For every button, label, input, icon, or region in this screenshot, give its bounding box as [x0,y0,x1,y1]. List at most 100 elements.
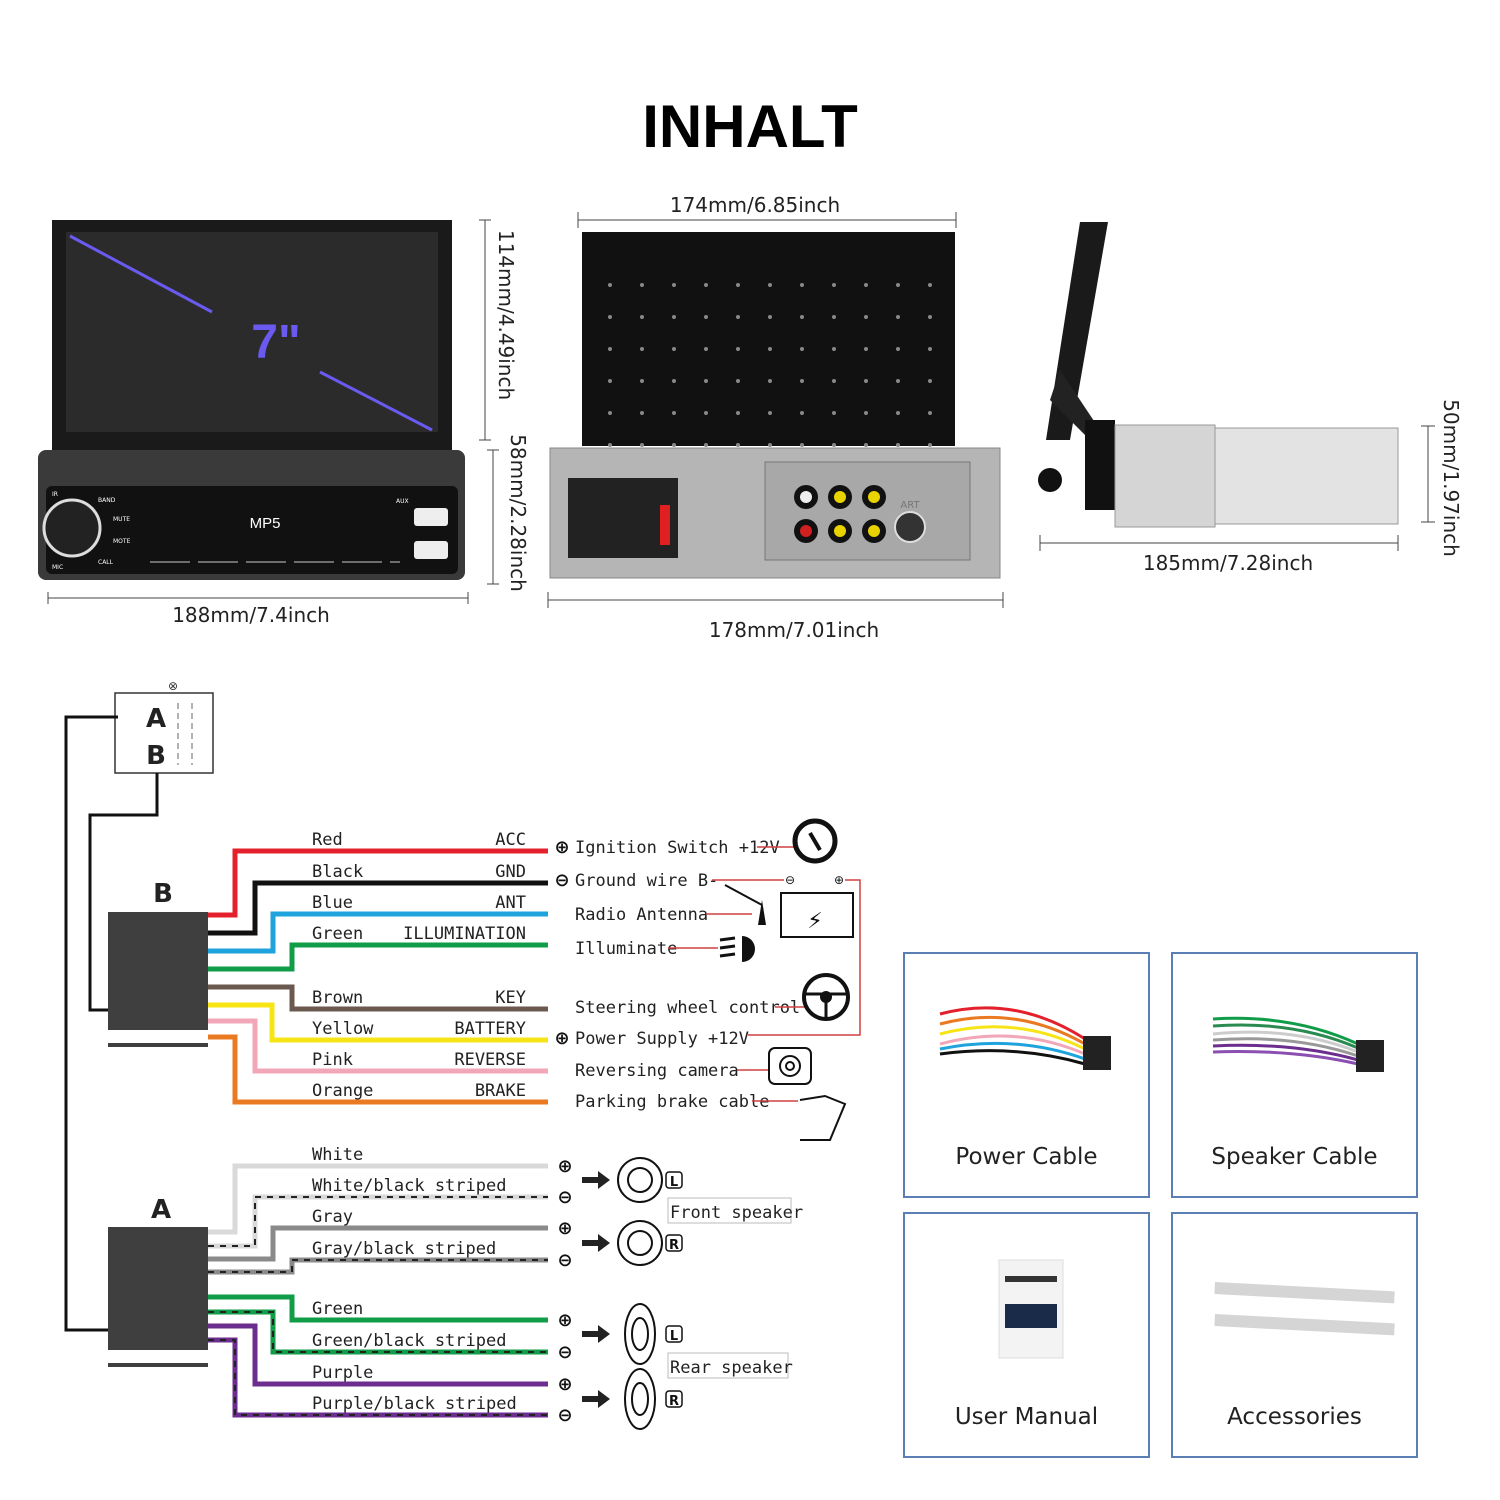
wire-color-label: Pink [312,1050,353,1070]
vent-hole [736,443,740,447]
vent-hole [928,347,932,351]
channel-label: L [670,1329,678,1344]
arrow-icon [582,1234,610,1252]
vent-hole [864,347,868,351]
mic-label: MIC [52,564,63,571]
front-speaker-label: Front speaker [670,1203,803,1223]
wire-color-label: Brown [312,988,363,1008]
removal-keys-image [1214,1282,1395,1336]
vent-hole [736,315,740,319]
speaker-cable-card: Speaker Cable [1171,952,1418,1198]
wire-white [208,1163,548,1235]
art-port-label: ART [900,500,920,511]
vent-hole [768,379,772,383]
vent-hole [864,283,868,287]
vent-hole [672,443,676,447]
vent-hole [832,315,836,319]
vent-hole [640,315,644,319]
svg-text:⊖: ⊖ [785,873,795,887]
front-speaker-box [667,1197,792,1224]
vent-hole [608,283,612,287]
power-cable-label: Power Cable [955,1144,1098,1170]
vent-hole [768,283,772,287]
minus-terminal-icon: ⊖ [557,1187,572,1208]
plus-terminal-icon: ⊕ [557,1374,572,1395]
vent-hole [672,283,676,287]
iso-connector-socket [568,478,678,558]
wire-target-label: Ground wire B- [575,871,718,891]
vent-hole [896,443,900,447]
speaker-icon [624,1303,656,1365]
rear-speaker-box [667,1352,789,1379]
minus-terminal-icon: ⊖ [554,870,569,891]
arrow-icon [582,1171,610,1189]
vent-hole [736,411,740,415]
vent-hole [608,347,612,351]
vent-hole [640,347,644,351]
vent-hole [608,411,612,415]
vent-hole [896,315,900,319]
vent-hole [640,411,644,415]
wire-color-label: Orange [312,1081,373,1101]
parking-brake-icon [799,1094,847,1141]
speaker-icon [624,1368,656,1430]
channel-badge [665,1325,683,1343]
wire-function-label: ANT [495,893,526,913]
side-view: 185mm/7.28inch 50mm/1.97inch [1038,222,1463,575]
steering-wheel-icon [802,973,850,1021]
vent-hole [672,315,676,319]
iso-plug [114,692,214,774]
volume-knob [42,498,102,558]
wire-purple [208,1323,548,1387]
svg-text:⚡: ⚡ [807,909,822,934]
panel-height-dimension: 58mm/2.28inch [506,434,530,592]
vent-hole [800,315,804,319]
vent-hole [864,315,868,319]
vent-hole [928,443,932,447]
plus-terminal-icon: ⊕ [554,1028,569,1049]
power-cable-image [939,1006,1111,1070]
wire-function-label: ILLUMINATION [403,924,526,944]
screen [66,232,438,432]
vent-hole [672,347,676,351]
vent-hole [640,379,644,383]
wire-color-label: Gray [312,1207,353,1227]
vent-hole [896,347,900,351]
wire-color-label: Red [312,830,343,850]
channel-badge [665,1390,683,1408]
battery-power-line [748,879,861,1036]
wire-target-label: Parking brake cable [575,1092,769,1112]
user-manual-card: User Manual [903,1212,1150,1458]
aux-label: AUX [396,498,409,505]
vent-hole [736,283,740,287]
wire-function-label: KEY [495,988,526,1008]
wire-function-label: BRAKE [475,1081,526,1101]
vent-hole [672,379,676,383]
vent-hole [832,347,836,351]
vent-hole [768,347,772,351]
plus-terminal-icon: ⊕ [557,1310,572,1331]
wire-function-label: ACC [495,830,526,850]
speaker-cable-label: Speaker Cable [1211,1144,1378,1170]
vent-hole [896,411,900,415]
plug-mark-icon: ⊗ [168,679,178,693]
vent-hole [704,379,708,383]
vent-hole [800,283,804,287]
wire-gray [208,1225,548,1262]
vent-hole [704,315,708,319]
vent-hole [608,315,612,319]
face-inner [46,486,458,574]
vent-hole [896,379,900,383]
vent-hole [800,379,804,383]
battery-icon: ⚡ ⊖ ⊕ [780,873,854,938]
vent-hole [864,443,868,447]
wire-stripe [208,1196,548,1247]
connector-a [108,1227,208,1350]
user-manual-label: User Manual [954,1404,1099,1430]
chassis-front [1114,424,1216,528]
vent-hole [768,443,772,447]
wire-pink [208,1018,548,1074]
headlight-icon [719,936,755,962]
mute-button-label: MUTE [113,516,130,523]
